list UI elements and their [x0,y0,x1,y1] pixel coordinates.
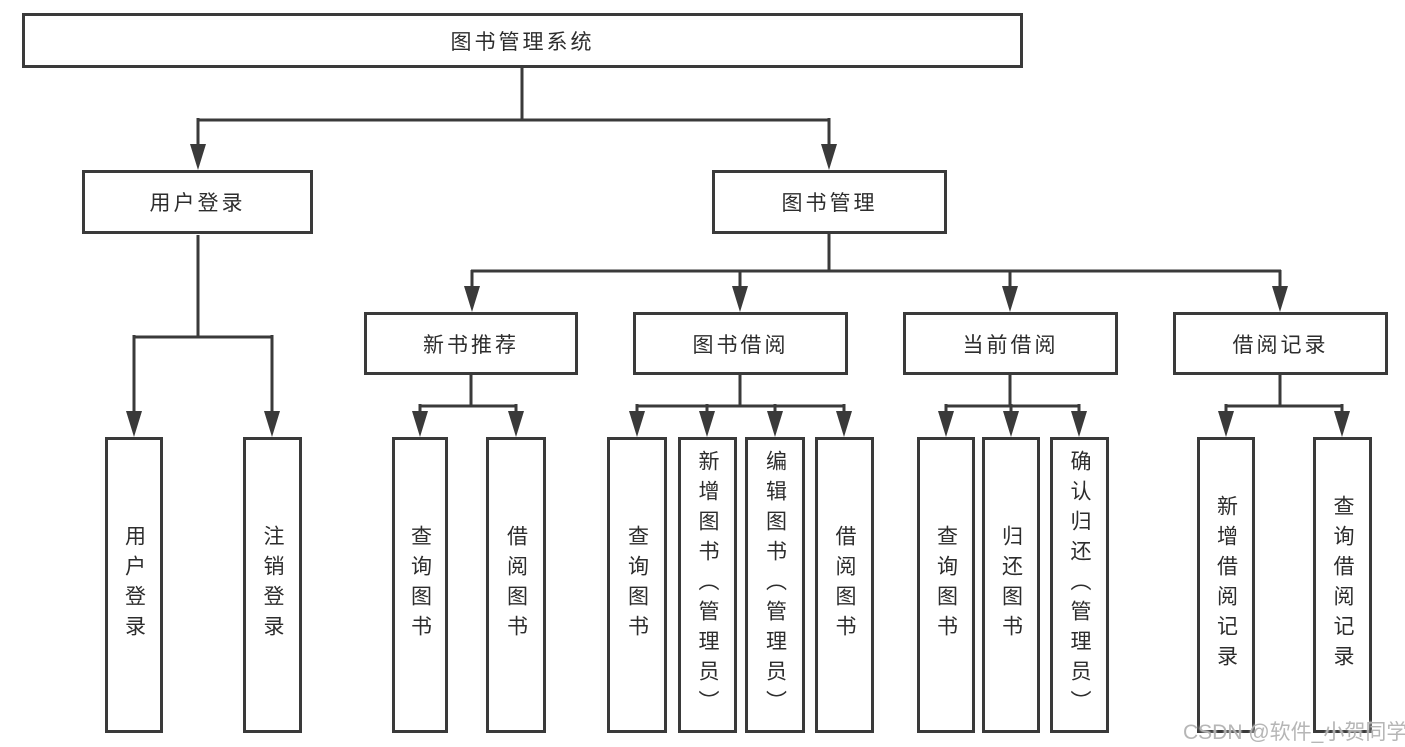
node-label: 新书推荐 [423,333,519,357]
leaf-query-books-recommend: 查询图书 [392,437,448,733]
node-label: 归还图书 [999,525,1023,645]
node-book-borrowing: 图书借阅 [633,312,848,375]
node-book-management: 图书管理 [712,170,947,234]
leaf-return-books: 归还图书 [982,437,1040,733]
node-user-login: 用户登录 [82,170,313,234]
node-library-management-system: 图书管理系统 [22,13,1023,68]
node-label: 图书管理 [781,192,878,215]
node-label: 图书管理系统 [450,30,595,54]
node-label: 注销登录 [261,525,284,645]
leaf-borrow-books-recommend: 借阅图书 [486,437,546,733]
node-label: 用户登录 [149,192,246,215]
node-new-book-recommendation: 新书推荐 [364,312,578,375]
leaf-add-borrow-record: 新增借阅记录 [1197,437,1255,733]
node-label: 借阅图书 [504,525,528,645]
csdn-watermark: CSDN @软件_小贺同学 [1183,721,1405,744]
leaf-query-books-current: 查询图书 [917,437,975,733]
node-label: 用户登录 [122,525,146,645]
node-label: 查询图书 [625,525,649,645]
node-label: 借阅记录 [1232,333,1329,357]
leaf-query-books-borrow: 查询图书 [607,437,667,733]
node-label: 新增借阅记录 [1214,495,1238,675]
node-label: 查询图书 [408,525,432,645]
node-label: 查询借阅记录 [1331,495,1354,675]
node-label: 编辑图书（管理员） [763,450,787,720]
node-borrowing-records: 借阅记录 [1173,312,1388,375]
leaf-add-book-admin: 新增图书（管理员） [678,437,737,733]
leaf-user-login: 用户登录 [105,437,163,733]
node-label: 查询图书 [934,525,958,645]
node-label: 确认归还（管理员） [1068,450,1091,720]
leaf-query-borrow-record: 查询借阅记录 [1313,437,1372,733]
leaf-edit-book-admin: 编辑图书（管理员） [745,437,805,733]
leaf-borrow-books: 借阅图书 [815,437,874,733]
leaf-logout: 注销登录 [243,437,302,733]
node-label: 新增图书（管理员） [696,450,719,720]
node-label: 图书借阅 [692,333,789,357]
node-current-borrowing: 当前借阅 [903,312,1118,375]
node-label: 当前借阅 [962,333,1059,357]
node-label: 借阅图书 [833,525,856,645]
leaf-confirm-return-admin: 确认归还（管理员） [1050,437,1109,733]
